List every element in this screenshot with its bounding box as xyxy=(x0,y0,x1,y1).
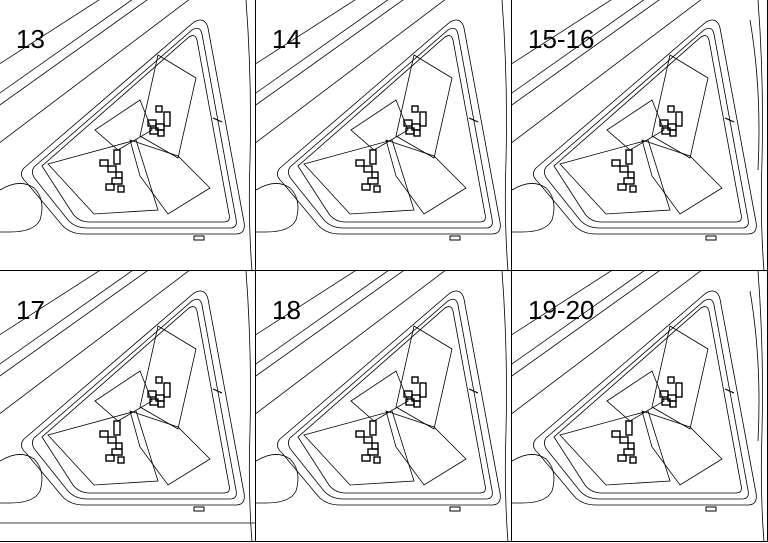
site-plan-drawing xyxy=(0,0,253,270)
site-plan-drawing xyxy=(0,271,255,541)
panel-label: 18 xyxy=(272,295,301,325)
panel-label: 13 xyxy=(16,24,45,54)
panel-13: 13 xyxy=(0,0,256,271)
panel-label: 17 xyxy=(16,295,45,325)
site-plan-drawing xyxy=(256,0,509,270)
panel-label: 14 xyxy=(272,24,301,54)
panel-label: 15-16 xyxy=(528,24,595,54)
panel-label: 19-20 xyxy=(528,295,595,325)
panel-19-20: 19-20 xyxy=(512,271,768,542)
site-plan-drawing xyxy=(512,0,765,270)
panel-14: 14 xyxy=(256,0,512,271)
panel-18: 18 xyxy=(256,271,512,542)
panel-17: 17 xyxy=(0,271,256,542)
site-plan-drawing xyxy=(256,271,509,541)
panel-15-16: 15-16 xyxy=(512,0,768,271)
site-plan-drawing xyxy=(512,271,765,541)
